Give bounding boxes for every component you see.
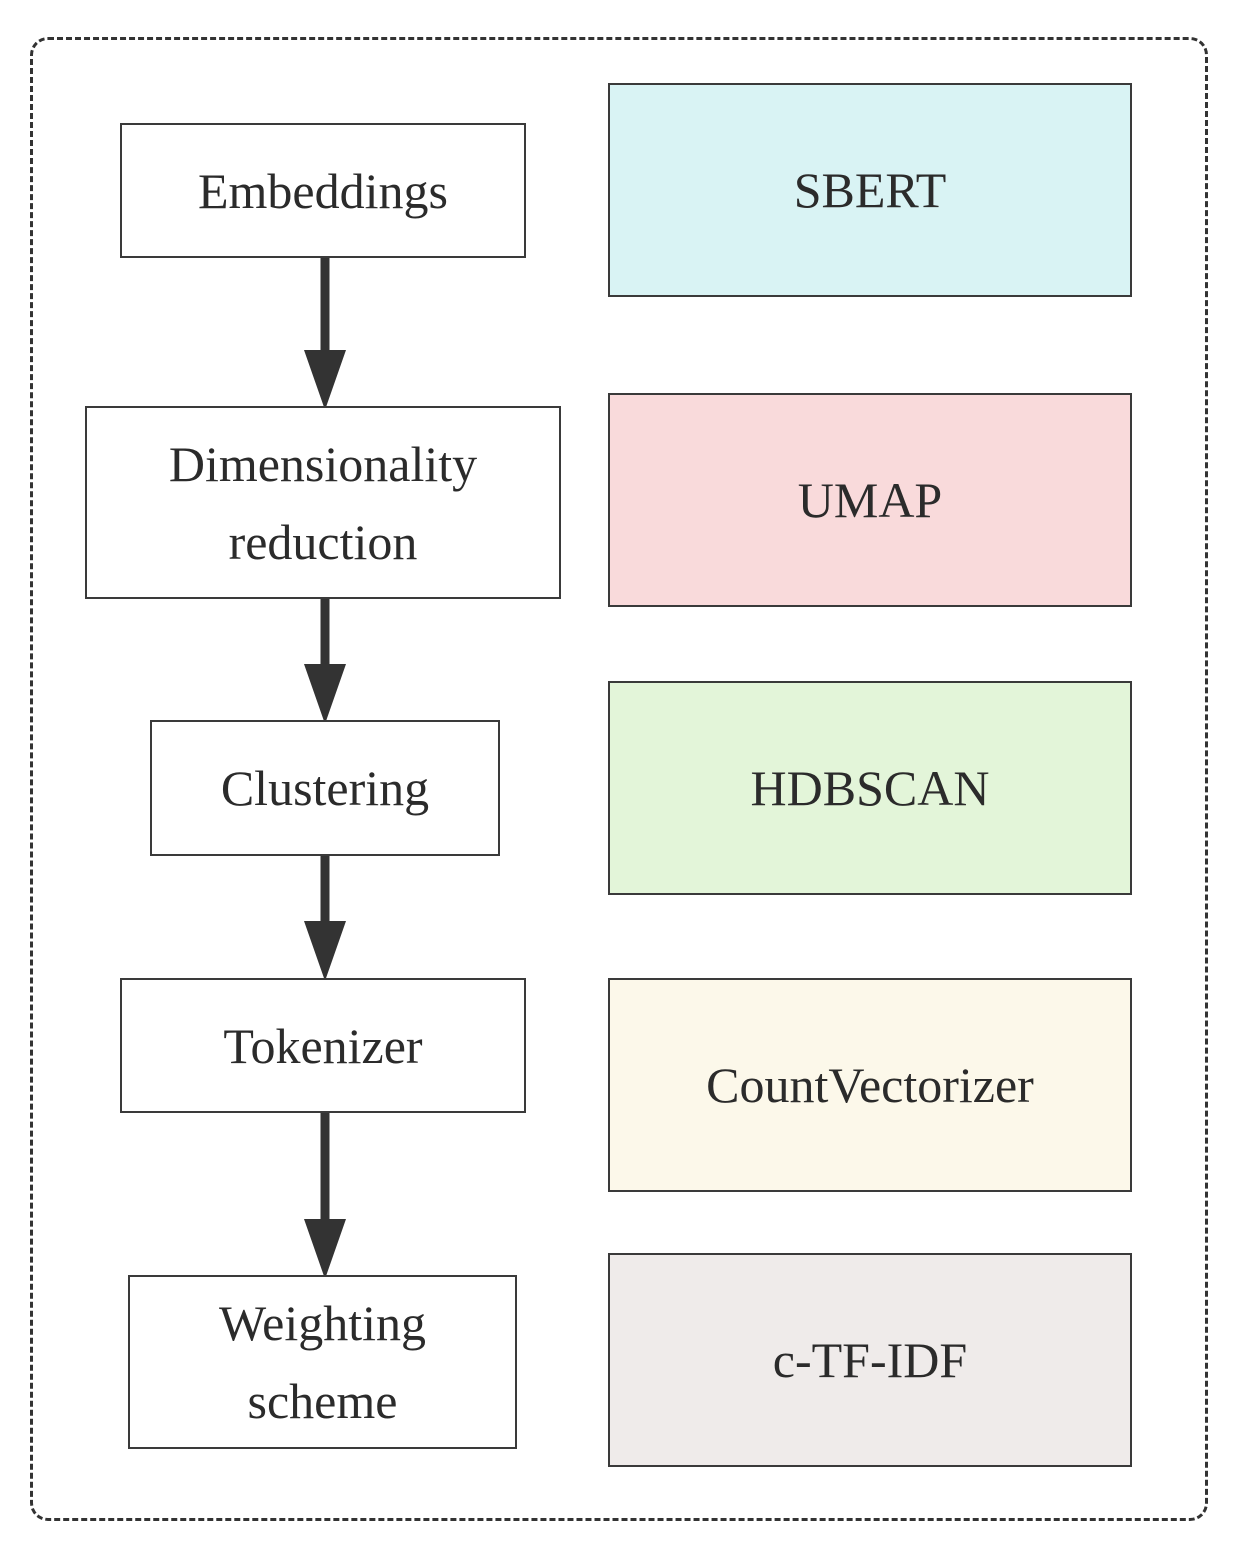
step-label-line-1: Weighting xyxy=(218,1295,427,1351)
method-sbert-box: SBERT xyxy=(608,83,1132,297)
method-label: SBERT xyxy=(793,162,947,218)
step-label: Embeddings xyxy=(198,162,448,219)
step-label-line-2: reduction xyxy=(228,513,418,570)
method-umap-box: UMAP xyxy=(608,393,1132,607)
step-label: Clustering xyxy=(220,760,430,816)
step-weighting-scheme-box: Weighting scheme xyxy=(128,1275,517,1449)
method-label: HDBSCAN xyxy=(750,760,990,816)
method-label: c-TF-IDF xyxy=(772,1332,968,1388)
step-tokenizer-box: Tokenizer xyxy=(120,978,526,1113)
method-hdbscan-box: HDBSCAN xyxy=(608,681,1132,895)
method-countvectorizer-box: CountVectorizer xyxy=(608,978,1132,1192)
method-label: UMAP xyxy=(797,472,943,528)
step-dimensionality-reduction-box: Dimensionality reduction xyxy=(85,406,561,599)
step-clustering-box: Clustering xyxy=(150,720,500,856)
method-c-tf-idf-box: c-TF-IDF xyxy=(608,1253,1132,1467)
step-label: Tokenizer xyxy=(223,1017,423,1074)
step-label-line-1: Dimensionality xyxy=(168,435,478,492)
method-label: CountVectorizer xyxy=(706,1057,1034,1113)
step-embeddings-box: Embeddings xyxy=(120,123,526,258)
step-label-line-2: scheme xyxy=(247,1373,398,1429)
pipeline-frame xyxy=(30,37,1208,1521)
